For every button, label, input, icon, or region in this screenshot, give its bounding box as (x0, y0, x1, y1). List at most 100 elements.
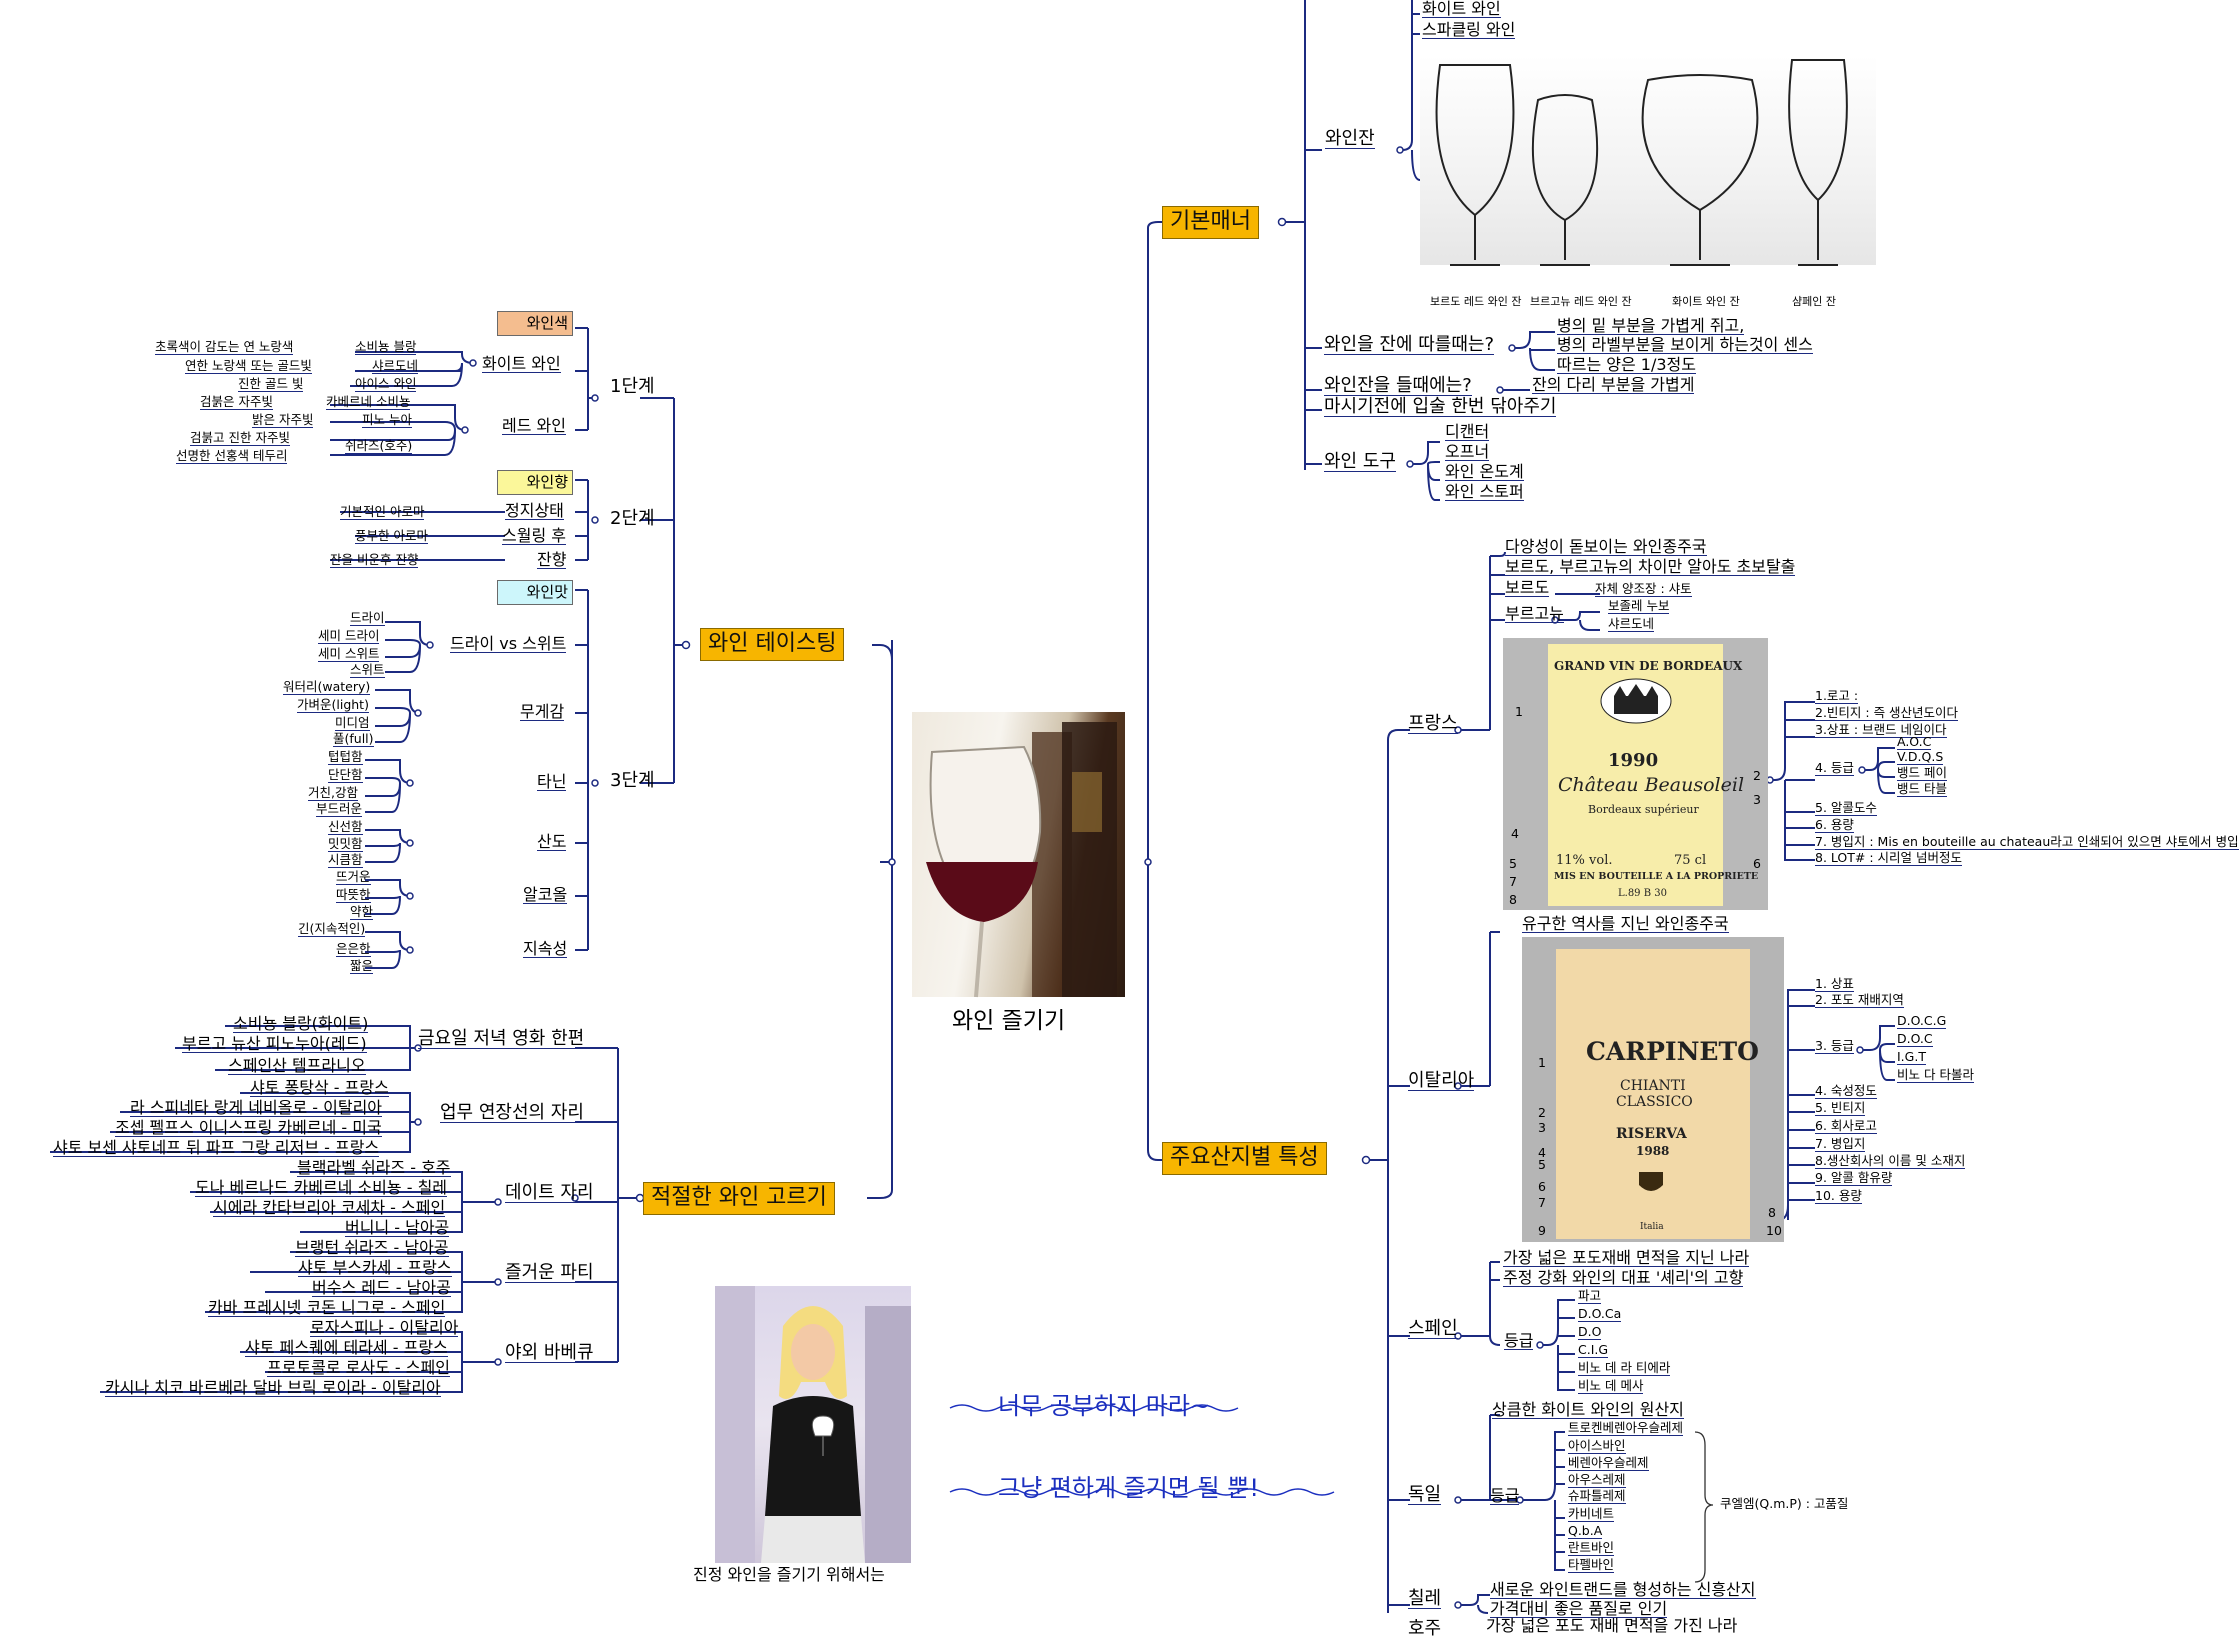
carpineto-label-image: CARPINETO CHIANTI CLASSICO RISERVA 1988 … (1522, 937, 1784, 1242)
occasion-date[interactable]: 데이트 자리 (505, 1182, 594, 1203)
region-italy[interactable]: 이탈리아 (1408, 1070, 1475, 1091)
label-marker: 7 (1509, 874, 1517, 889)
region-spain[interactable]: 스페인 (1408, 1318, 1458, 1339)
bourgogne-node[interactable]: 부르고뉴 (1505, 604, 1564, 623)
aroma-item-right[interactable]: 스월링 후 (502, 526, 566, 545)
region-germany[interactable]: 독일 (1408, 1484, 1442, 1505)
tannin-node[interactable]: 타닌 (537, 772, 567, 791)
wine-glass-node[interactable]: 와인잔 (1325, 128, 1375, 149)
wine-item: 부르고 뉴산 피노누아(레드) (182, 1034, 367, 1053)
main-branch-manners[interactable]: 기본매너 (1162, 206, 1259, 240)
red-item-left: 밝은 자주빛 (252, 412, 314, 428)
italy-grade: D.O.C.G (1897, 1013, 1947, 1029)
white-wine-node[interactable]: 화이트 와인 (482, 354, 561, 373)
germany-grade: 아우스레제 (1568, 1472, 1626, 1488)
alcohol-node[interactable]: 알코올 (523, 885, 568, 904)
label-marker: 6 (1753, 856, 1761, 871)
bourgogne-item: 보졸레 누보 (1608, 598, 1670, 614)
wine-item: 버수스 레드 - 남아공 (312, 1278, 451, 1297)
spain-grade: 비노 데 라 티에라 (1578, 1360, 1671, 1376)
glasses-icon (1435, 59, 1848, 266)
germany-item: 상큼한 화이트 와인의 원산지 (1492, 1400, 1684, 1419)
tannin-item: 부드러운 (316, 801, 363, 817)
dry-sweet-node[interactable]: 드라이 vs 스위트 (450, 634, 567, 653)
france-item: 다양성이 돋보이는 와인종주국 (1505, 537, 1707, 556)
aroma-item-left: 풍부한 아로마 (355, 528, 428, 544)
connector-lines (50, 0, 1895, 1614)
region-chile[interactable]: 칠레 (1408, 1588, 1442, 1609)
wine-item: 스페인산 템프라니오 (228, 1056, 366, 1075)
white-item-left: 초록색이 감도는 연 노랑색 (155, 339, 294, 355)
label-riserva: RISERVA (1616, 1126, 1687, 1142)
italy-grade: D.O.C (1897, 1031, 1933, 1047)
message-just-enjoy: 그냥 편하게 즐기면 될 뿐! (998, 1474, 1259, 1502)
italy-grade: 비노 다 타볼라 (1897, 1067, 1974, 1083)
germany-grade: 타펠바인 (1568, 1557, 1615, 1573)
pour-item: 따르는 양은 1/3정도 (1557, 355, 1696, 374)
aroma-item-right[interactable]: 정지상태 (505, 501, 564, 520)
main-branch-tasting[interactable]: 와인 테이스팅 (700, 628, 845, 662)
pour-node[interactable]: 와인을 잔에 따를때는? (1324, 334, 1495, 355)
bordeaux-node[interactable]: 보르도 (1505, 578, 1550, 597)
label-marker: 8 (1509, 892, 1517, 907)
france-grade: 뱅드 타블 (1897, 781, 1947, 797)
chile-item: 새로운 와인트랜드를 형성하는 신흥산지 (1490, 1580, 1756, 1599)
woman-illustration-icon (715, 1286, 911, 1563)
france-label-item: 1.로고 : (1815, 688, 1859, 704)
label-marker: 3 (1753, 792, 1761, 807)
acidity-node[interactable]: 산도 (537, 832, 567, 851)
white-item-right: 아이스 와인 (355, 376, 417, 392)
wine-item: 샤토 페스퀘에 테라세 - 프랑스 (245, 1338, 448, 1357)
white-item-right: 소비뇽 블랑 (355, 339, 417, 355)
pour-item: 병의 밑 부분을 가볍게 쥐고, (1557, 316, 1745, 335)
region-france[interactable]: 프랑스 (1408, 713, 1458, 734)
tools-node[interactable]: 와인 도구 (1324, 451, 1396, 472)
hold-node[interactable]: 와인잔을 들때에는? (1324, 375, 1472, 396)
germany-grade: 베렌아우슬레제 (1568, 1455, 1649, 1471)
alcohol-item: 뜨거운 (336, 869, 371, 885)
italy-label-item: 8.생산회사의 이름 및 소재지 (1815, 1153, 1966, 1169)
step-3[interactable]: 3단계 (610, 770, 655, 791)
region-australia[interactable]: 호주 (1408, 1618, 1442, 1639)
main-branch-regions[interactable]: 주요산지별 특성 (1162, 1142, 1327, 1176)
dry-sweet-item: 세미 스위트 (318, 646, 380, 662)
label-italy-year: 1988 (1636, 1144, 1670, 1158)
red-item-left: 검붉고 진한 자주빛 (190, 430, 290, 446)
red-item-left: 검붉은 자주빛 (200, 394, 273, 410)
label-volume: 11% vol. (1556, 853, 1613, 868)
center-title: 와인 즐기기 (952, 1008, 1066, 1034)
spain-grade-node[interactable]: 등급 (1504, 1331, 1534, 1350)
finish-node[interactable]: 지속성 (523, 939, 568, 958)
occasion-party[interactable]: 즐거운 파티 (505, 1262, 594, 1283)
dry-sweet-item: 스위트 (350, 662, 385, 678)
germany-grade: 트로켄베렌아우슬레제 (1568, 1420, 1684, 1436)
france-label-item: 2.빈티지 : 즉 생산년도이다 (1815, 705, 1959, 721)
label-capacity: 75 cl (1674, 853, 1707, 868)
step-2[interactable]: 2단계 (610, 508, 655, 529)
label-mis: MIS EN BOUTEILLE A LA PROPRIETE (1554, 871, 1759, 882)
germany-grade-node[interactable]: 등급 (1490, 1486, 1520, 1505)
occasion-business[interactable]: 업무 연장선의 자리 (440, 1102, 584, 1123)
alcohol-item: 따뜻한 (336, 887, 371, 903)
chateau-icon (1600, 678, 1672, 724)
wine-item: 로자스피나 - 이탈리아 (310, 1318, 459, 1337)
body-node[interactable]: 무게감 (520, 702, 565, 721)
manners-item: 스파클링 와인 (1422, 20, 1516, 39)
pour-item: 병의 라벨부분을 보이게 하는것이 센스 (1557, 335, 1813, 354)
woman-with-wine-image (715, 1286, 911, 1563)
occasion-friday-movie[interactable]: 금요일 저녁 영화 한편 (418, 1028, 585, 1049)
red-wine-node[interactable]: 레드 와인 (502, 416, 566, 435)
label-marker: 9 (1538, 1223, 1546, 1238)
italy-label-item: 10. 용량 (1815, 1188, 1862, 1204)
drink-node[interactable]: 마시기전에 입술 한번 닦아주기 (1324, 396, 1557, 417)
acidity-item: 신선함 (328, 819, 363, 835)
alcohol-item: 약한 (350, 904, 374, 920)
step-1[interactable]: 1단계 (610, 376, 655, 397)
main-branch-choosing[interactable]: 적절한 와인 고르기 (643, 1182, 835, 1216)
france-label-item: 6. 용량 (1815, 817, 1854, 833)
aroma-item-right[interactable]: 잔향 (537, 550, 567, 569)
occasion-bbq[interactable]: 야외 바베큐 (505, 1342, 594, 1363)
bourgogne-item: 샤르도네 (1608, 616, 1655, 632)
label-marker: 1 (1515, 704, 1523, 719)
aroma-item-left: 잔을 비운후 잔향 (330, 552, 419, 568)
